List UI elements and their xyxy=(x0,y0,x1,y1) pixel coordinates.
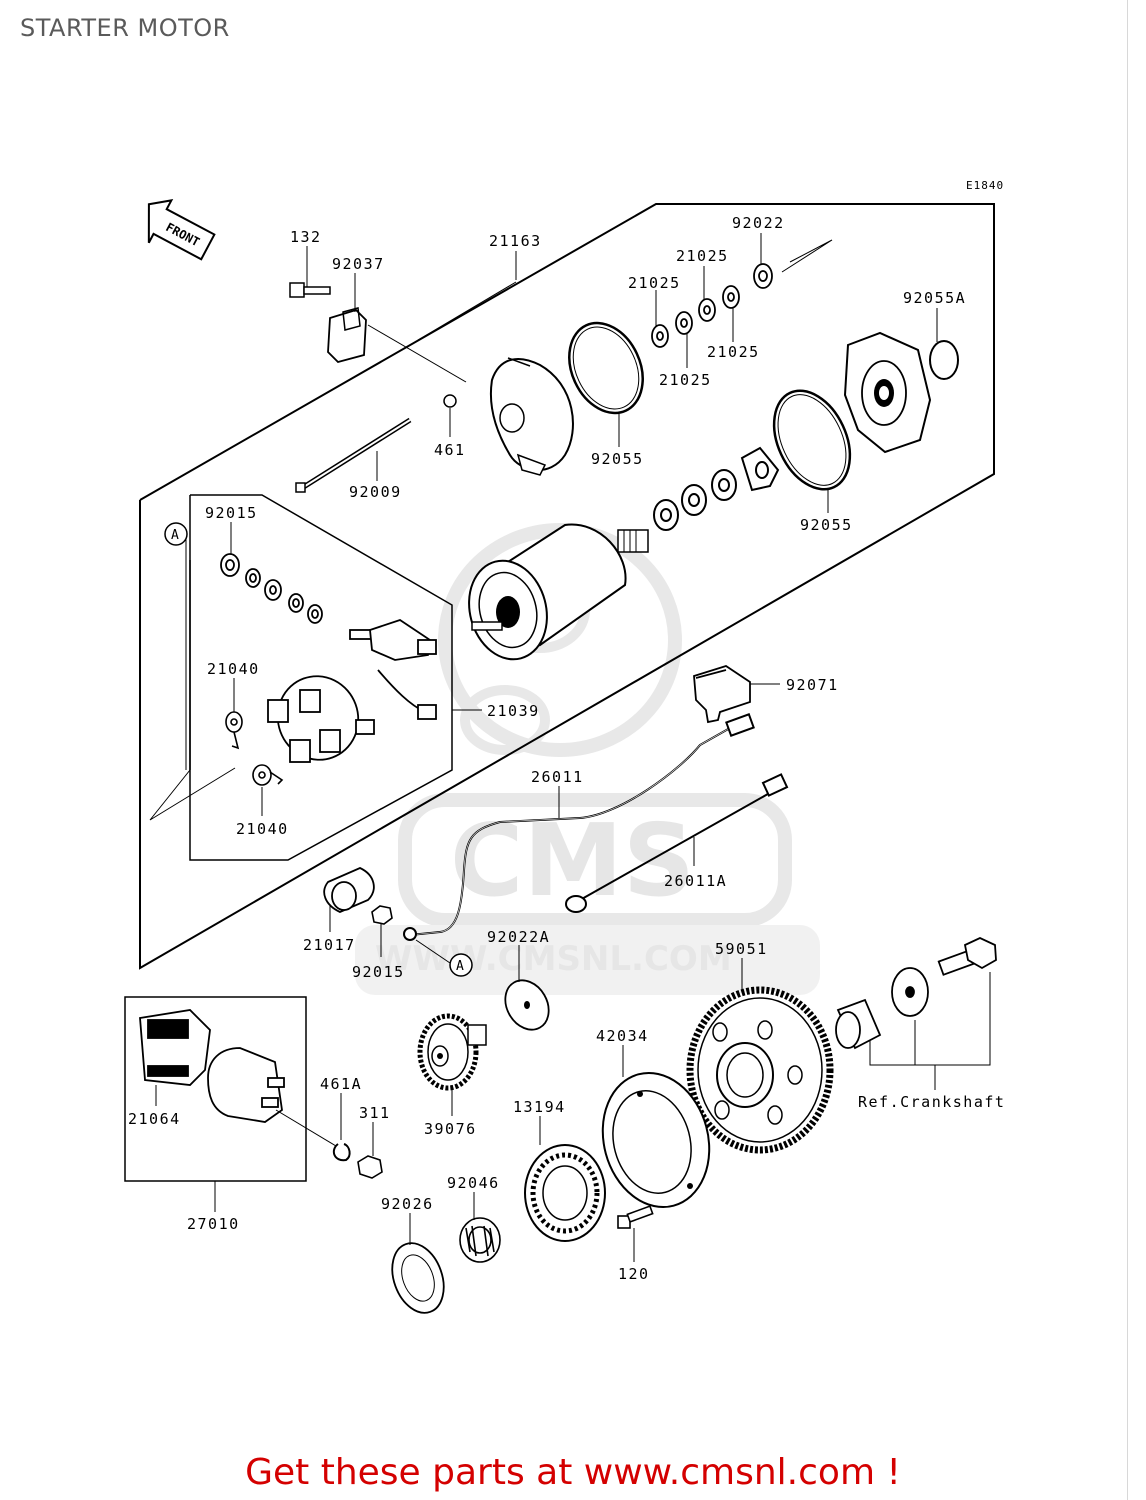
through-bolt-92009-icon xyxy=(295,417,412,493)
label-92055-upper: 92055 xyxy=(591,450,644,468)
clamp-92037-icon xyxy=(327,307,367,364)
crankshaft-parts-icon xyxy=(835,937,997,1050)
terminal-cap-92071-icon xyxy=(693,665,751,724)
needle-bearing-92046-icon xyxy=(459,1217,501,1263)
o-ring-92055A-icon xyxy=(929,340,959,380)
label-92015-lower: 92015 xyxy=(352,963,405,981)
front-cover-icon xyxy=(489,357,574,476)
label-92022A: 92022A xyxy=(487,928,550,946)
clip-461A-icon xyxy=(332,1143,351,1162)
label-21039: 21039 xyxy=(487,702,540,720)
label-92046: 92046 xyxy=(447,1174,500,1192)
diagram-code: E1840 xyxy=(966,179,1004,192)
label-39076: 39076 xyxy=(424,1120,477,1138)
label-92009: 92009 xyxy=(349,483,402,501)
bolt-132-icon xyxy=(289,282,331,298)
label-21017: 21017 xyxy=(303,936,356,954)
brush-assembly-box xyxy=(189,494,453,861)
one-way-clutch-13194-icon xyxy=(524,1144,606,1242)
label-21163: 21163 xyxy=(489,232,542,250)
reference-marker-a-lower: A xyxy=(449,953,473,977)
label-92055A: 92055A xyxy=(903,289,966,307)
o-ring-461-icon xyxy=(443,394,457,408)
relay-cover-21064-icon xyxy=(139,1009,211,1086)
label-21025-top: 21025 xyxy=(676,247,729,265)
label-26011A: 26011A xyxy=(664,872,727,890)
o-ring-92055-lower-icon xyxy=(772,389,852,491)
brush-springs-21040-icon xyxy=(225,711,284,786)
bolt-120-icon xyxy=(617,1205,654,1229)
label-59051: 59051 xyxy=(715,940,768,958)
label-461A: 461A xyxy=(320,1075,362,1093)
get-parts-link[interactable]: Get these parts at www.cmsnl.com ! xyxy=(245,1452,901,1493)
label-21064: 21064 xyxy=(128,1110,181,1128)
starter-cables-icon xyxy=(403,713,789,941)
page-title: STARTER MOTOR xyxy=(20,14,230,42)
page-divider xyxy=(1127,0,1128,1500)
label-21025-left: 21025 xyxy=(628,274,681,292)
nut-92015-icon xyxy=(371,905,393,925)
starter-relay-icon xyxy=(207,1047,285,1123)
watermark-url: WWW.CMSNL.COM xyxy=(375,939,732,979)
label-311: 311 xyxy=(359,1104,391,1122)
label-132: 132 xyxy=(290,228,322,246)
brush-holder-21039-icon xyxy=(349,619,437,720)
front-arrow-icon: FRONT xyxy=(147,199,216,261)
label-92037: 92037 xyxy=(332,255,385,273)
label-ref-crankshaft: Ref.Crankshaft xyxy=(858,1093,1005,1111)
reference-marker-a-upper: A xyxy=(164,522,188,546)
svg-text:A: A xyxy=(171,528,179,543)
label-26011: 26011 xyxy=(531,768,584,786)
label-13194: 13194 xyxy=(513,1098,566,1116)
shaft-washers-icon xyxy=(653,446,780,531)
label-461: 461 xyxy=(434,441,466,459)
label-92026: 92026 xyxy=(381,1195,434,1213)
label-92071: 92071 xyxy=(786,676,839,694)
washers-21025-icon xyxy=(651,263,773,348)
svg-text:A: A xyxy=(456,959,464,974)
rear-cover-icon xyxy=(843,331,932,454)
label-21025-right: 21025 xyxy=(707,343,760,361)
starter-gear-59051-icon xyxy=(686,986,834,1154)
label-21025-bottom: 21025 xyxy=(659,371,712,389)
starter-clutch-42034-icon xyxy=(601,1071,711,1209)
label-120: 120 xyxy=(618,1265,650,1283)
idle-gear-39076-icon xyxy=(417,1013,487,1091)
yoke-armature-icon xyxy=(468,523,649,661)
label-21040-upper: 21040 xyxy=(207,660,260,678)
brush-washers-icon xyxy=(220,553,323,624)
label-27010: 27010 xyxy=(187,1215,240,1233)
brush-plate-icon xyxy=(267,675,375,763)
label-92015-upper: 92015 xyxy=(205,504,258,522)
terminal-cover-21017-icon xyxy=(323,867,375,913)
washer-92026-icon xyxy=(391,1242,445,1314)
label-92022: 92022 xyxy=(732,214,785,232)
label-92055-lower: 92055 xyxy=(800,516,853,534)
nut-311-icon xyxy=(357,1155,383,1179)
o-ring-92055-upper-icon xyxy=(568,321,644,415)
label-21040-lower: 21040 xyxy=(236,820,289,838)
leader-lines xyxy=(155,233,938,1262)
label-42034: 42034 xyxy=(596,1027,649,1045)
